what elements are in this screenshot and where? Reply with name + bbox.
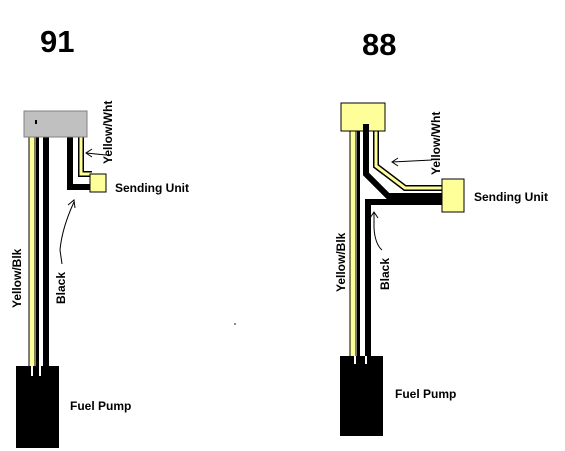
connector-block — [23, 110, 88, 138]
yellow-blk-wire — [349, 123, 360, 361]
black-wire — [363, 124, 443, 360]
yellow-blk-label: Yellow/Blk — [10, 248, 24, 308]
fuel-pump-label: Fuel Pump — [395, 387, 456, 401]
yellow-wht-arrow — [391, 157, 433, 167]
sending-unit-label: Sending Unit — [474, 190, 548, 204]
stray-dot — [234, 323, 236, 325]
black-label: Black — [54, 272, 68, 304]
diagram-88: 88 Sending Unit Fuel Pump Yellow/Wht Yel — [334, 27, 548, 436]
fuel-pump-label: Fuel Pump — [70, 399, 131, 413]
diagram-91: 91 Sending Unit Fuel Pump Ye — [10, 24, 189, 448]
black-arrow — [59, 199, 76, 265]
black-wire-to-sender — [67, 124, 92, 190]
sending-unit-label: Sending Unit — [115, 181, 189, 195]
yellow-wht-label: Yellow/Wht — [101, 101, 115, 164]
diagram-title: 91 — [40, 24, 74, 59]
yellow-blk-label: Yellow/Blk — [334, 232, 348, 292]
yellow-wht-label: Yellow/Wht — [429, 112, 443, 175]
black-label: Black — [378, 258, 392, 290]
yellow-wht-wire — [373, 124, 443, 191]
sending-unit-box — [441, 178, 465, 213]
sending-unit-box — [89, 173, 107, 193]
yellow-wht-wire — [78, 124, 92, 177]
black-arrow — [369, 211, 383, 251]
fuel-pump-body — [340, 356, 383, 436]
black-wire — [43, 124, 49, 372]
yellow-blk-wire — [28, 123, 39, 373]
fuel-pump-body — [16, 366, 59, 448]
diagram-title: 88 — [362, 27, 396, 62]
yellow-wht-arrow — [85, 148, 107, 158]
